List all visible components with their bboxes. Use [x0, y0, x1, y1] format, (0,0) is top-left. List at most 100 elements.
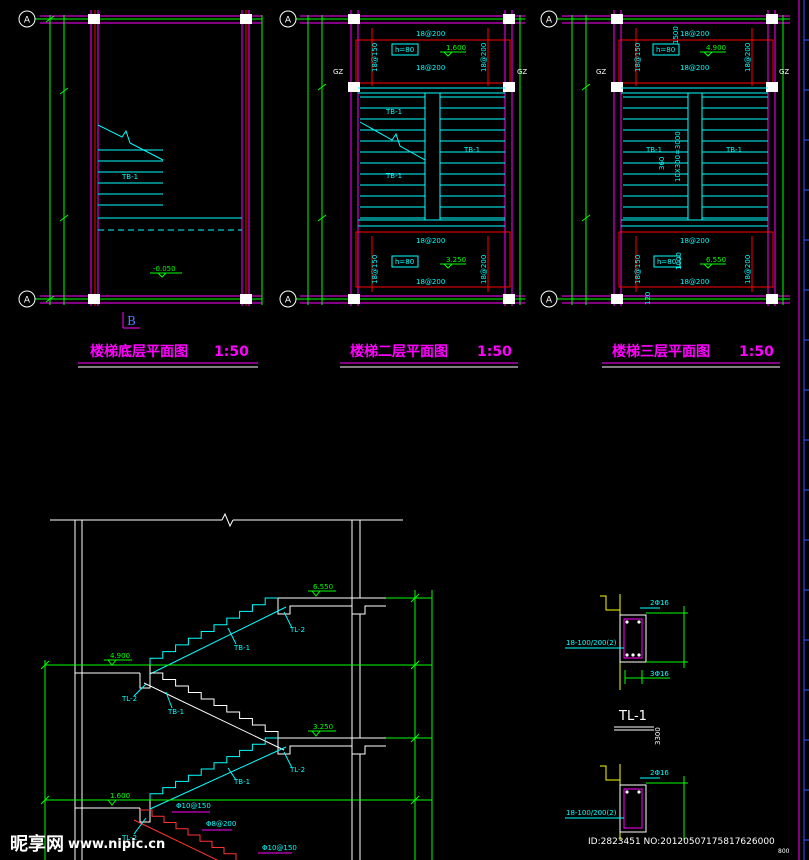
plan2-slab-box	[391, 255, 419, 268]
plan2-stair-treads	[360, 96, 505, 219]
stair-steps	[140, 809, 237, 860]
plan-title-3: 楼梯三层平面图 1:50	[602, 343, 780, 368]
plan3-rebar-vertical: 18@150	[634, 43, 642, 72]
stair-slab-underside	[149, 606, 287, 675]
plan2-rebar-zones	[355, 28, 511, 292]
plan2-elev-bottom-mark: 3.250	[440, 256, 466, 269]
beam-label: TL-2	[121, 834, 137, 842]
plan3-gz-right: GZ	[779, 68, 789, 76]
stair-slab-underside	[149, 746, 287, 810]
plan3-elevation-top: 4.900	[706, 44, 726, 52]
plan2-elev-top-mark: 1.600	[440, 44, 466, 57]
detail1-bottom-bars: 3Φ16	[650, 670, 669, 678]
beam-label: TL-2	[289, 766, 305, 774]
plan3-rebar-vertical: 18@150	[634, 255, 642, 284]
plan2-grid-lines	[296, 10, 525, 306]
plan2-rebar-bottom: 18@200	[416, 237, 445, 245]
plan2-gz-right: GZ	[517, 68, 527, 76]
plan-title-text: 楼梯二层平面图	[350, 343, 448, 360]
detail-dim: 3300	[654, 727, 662, 745]
plan3-gz-left: GZ	[596, 68, 606, 76]
plan3-elev-top-mark: 4.900	[700, 44, 726, 57]
plan2-break-line	[359, 121, 426, 161]
plan3-columns	[611, 14, 778, 304]
detail1-top-bars: 2Φ16	[650, 599, 669, 607]
beam-label: TL-2	[121, 695, 137, 703]
plan3-tb-label: TB-1	[725, 146, 742, 154]
watermark-corner: 800	[778, 848, 790, 855]
plan2-rebar-vertical: 18@150	[371, 255, 379, 284]
plan-ground-floor: A A TB-1 -0.050 B	[18, 10, 263, 329]
plan2-beam-bands	[358, 87, 505, 227]
level-label: 4.900	[110, 652, 130, 660]
plan3-bottom-dim: 120	[644, 292, 652, 305]
axis-label: A	[24, 16, 31, 26]
plan3-rebar-vertical: 18@200	[744, 43, 752, 72]
flight-label: TB-1	[233, 778, 250, 786]
plan1-stair-treads	[98, 149, 163, 206]
right-border	[798, 0, 809, 860]
plan2-axis-bubble-top: A	[279, 10, 297, 28]
section-mark-label: B	[127, 314, 136, 328]
plan2-tb-label: TB-1	[463, 146, 480, 154]
plan3-rebar-bottom-2: 18@200	[680, 278, 709, 286]
beam-detail-2: 2Φ16 18-100/200(2)	[565, 764, 688, 840]
plan1-break-line	[97, 124, 164, 161]
axis-label: A	[546, 16, 553, 26]
stair-steps	[149, 597, 278, 665]
stair-steps	[149, 737, 278, 800]
plan3-elevation-bottom: 6.550	[706, 256, 726, 264]
detail2-outline	[565, 764, 688, 840]
stair-section: 6.550 4.900 3.250 1.600 TL-2 TB-1	[40, 512, 433, 860]
detail-beam-name: TL-1	[618, 709, 647, 724]
plan2-axis-bubble-bottom: A	[279, 290, 297, 308]
section-level-4900: 4.900	[104, 652, 132, 666]
plan2-rebar-top: 18@200	[416, 30, 445, 38]
plan2-rebar-vertical: 18@150	[371, 43, 379, 72]
section-level-3250: 3.250	[308, 723, 336, 737]
section-level-1600: 1.600	[104, 792, 132, 806]
plan3-rebar-top-2: 18@200	[680, 64, 709, 72]
section-stair-flights	[133, 597, 287, 860]
section-dimension-lines	[40, 590, 433, 860]
plan1-axis-bubble-top: A	[18, 10, 36, 28]
plan-third-floor: A A GZ GZ TB-1 TB-1 360 10X300=3000 18@2…	[540, 10, 790, 308]
plan3-slab-box	[652, 43, 680, 56]
plan1-columns	[88, 14, 252, 304]
plan2-columns	[348, 14, 515, 304]
detail1-outline	[565, 594, 688, 690]
rebar-label: Φ10@150	[176, 802, 211, 810]
stair-slab-underside	[133, 819, 219, 860]
plan-title-scale: 1:50	[214, 344, 249, 360]
watermark: 昵享网 www.nipic.cn ID:2823451 NO:201205071…	[10, 833, 790, 855]
plan-title-text: 楼梯三层平面图	[612, 343, 710, 360]
plan2-elevation-top: 1.600	[446, 44, 466, 52]
detail1-stirrups: 18-100/200(2)	[566, 639, 617, 647]
plan3-stair-treads	[623, 96, 768, 219]
plan2-rebar-vertical: 18@200	[480, 255, 488, 284]
plan2-tb-label: TB-1	[385, 108, 402, 116]
plan-title-2: 楼梯二层平面图 1:50	[340, 343, 518, 368]
plan1-elevation: -0.050	[153, 265, 176, 273]
beam-detail-1: 2Φ16 18-100/200(2) 3Φ16 TL-1 3300	[565, 594, 688, 745]
section-leaders	[133, 611, 293, 835]
flight-label: TB-1	[233, 644, 250, 652]
beam-label: TL-2	[289, 626, 305, 634]
plan2-elevation-bottom: 3.250	[446, 256, 466, 264]
plan2-tb-label: TB-1	[385, 172, 402, 180]
plan3-elev-bottom-mark: 6.550	[700, 256, 726, 269]
plan2-rebar-vertical: 18@200	[480, 43, 488, 72]
plan3-width-dim: 360	[658, 157, 666, 170]
plan3-slab-thickness: h=80	[656, 46, 675, 54]
plan3-beam-bands	[621, 87, 768, 227]
plan-title-scale: 1:50	[739, 344, 774, 360]
stair-steps	[150, 672, 279, 738]
plan2-slab-thickness: h=80	[395, 46, 414, 54]
watermark-id: ID:2823451 NO:20120507175817626000	[588, 837, 775, 847]
level-label: 1.600	[110, 792, 130, 800]
plan3-rebar-vertical: 18@200	[744, 255, 752, 284]
plan3-rebar-bottom: 18@200	[680, 237, 709, 245]
axis-label: A	[285, 16, 292, 26]
border-ticks	[804, 39, 809, 841]
watermark-site: 昵享网	[10, 833, 64, 855]
